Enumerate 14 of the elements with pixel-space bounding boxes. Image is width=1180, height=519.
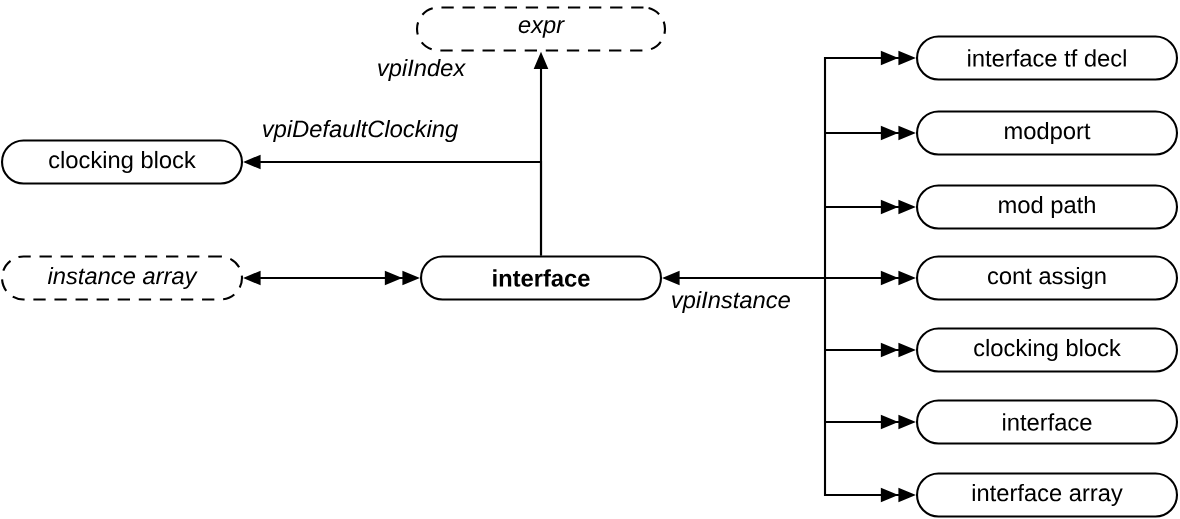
dashed-rounded-box: expr [415, 6, 667, 52]
rounded-box: interface array [915, 472, 1179, 518]
rounded-box: clocking block [0, 139, 244, 185]
edge-label: vpiInstance [669, 289, 793, 315]
rounded-box: interface [419, 255, 663, 301]
rounded-box: clocking block [915, 327, 1179, 373]
rounded-box: interface [915, 399, 1179, 445]
edge-label: vpiDefaultClocking [260, 118, 460, 144]
dashed-rounded-box: instance array [0, 255, 244, 301]
rounded-box: mod path [915, 184, 1179, 230]
edge-label: vpiIndex [375, 57, 467, 83]
rounded-box: interface tf decl [915, 35, 1179, 81]
rounded-box: cont assign [915, 255, 1179, 301]
rounded-box: modport [915, 110, 1179, 156]
